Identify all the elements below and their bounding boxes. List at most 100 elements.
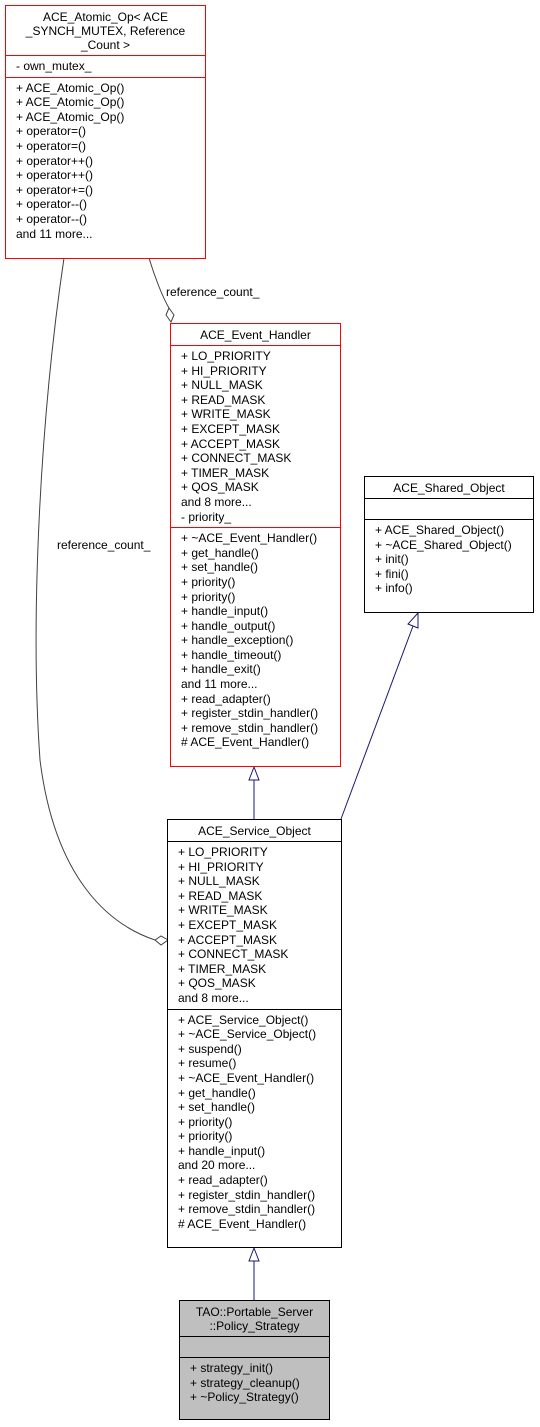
attributes-section: + LO_PRIORITY + HI_PRIORITY + NULL_MASK … xyxy=(171,345,340,527)
method-item: + ACE_Atomic_Op() xyxy=(16,80,125,95)
method-item: + resume() xyxy=(178,1056,237,1071)
inheritance-arrow-shared-object xyxy=(407,611,419,629)
attribute-item: + WRITE_MASK xyxy=(178,903,268,918)
method-item: + ACE_Service_Object() xyxy=(178,1012,309,1027)
methods-section: + ACE_Shared_Object() + ~ACE_Shared_Obje… xyxy=(365,519,533,599)
attribute-item: + ACCEPT_MASK xyxy=(181,436,281,451)
method-item: + ~ACE_Shared_Object() xyxy=(375,537,512,552)
method-item: + handle_output() xyxy=(181,618,276,633)
method-item: # ACE_Event_Handler() xyxy=(178,1216,307,1231)
method-item: + suspend() xyxy=(178,1041,242,1056)
attribute-item: - own_mutex_ xyxy=(16,59,92,73)
class-title-line: TAO::Portable_Server xyxy=(195,1305,314,1319)
attribute-item: + READ_MASK xyxy=(181,392,266,407)
aggregation-diamond-event-handler xyxy=(165,306,175,324)
attribute-item: - priority_ xyxy=(181,509,232,524)
class-title-line: ::Policy_Strategy xyxy=(209,1319,300,1333)
method-item: + ACE_Atomic_Op() xyxy=(16,109,125,124)
method-item: + strategy_cleanup() xyxy=(190,1375,300,1390)
method-item: + priority() xyxy=(181,589,236,604)
class-title-line: _SYNCH_MUTEX, Reference xyxy=(25,24,186,38)
method-item: + strategy_init() xyxy=(190,1361,274,1375)
method-item: + init() xyxy=(375,552,409,567)
method-item: + remove_stdin_handler() xyxy=(178,1202,316,1217)
attribute-item: + LO_PRIORITY xyxy=(178,845,268,859)
class-box-service-object[interactable]: ACE_Service_Object + LO_PRIORITY + HI_PR… xyxy=(167,819,342,1248)
method-item: + get_handle() xyxy=(178,1085,256,1100)
more-methods-link[interactable]: and 20 more... xyxy=(178,1158,256,1173)
class-title: ACE_Service_Object xyxy=(198,824,311,838)
attribute-item: + HI_PRIORITY xyxy=(181,363,267,378)
attribute-item: + WRITE_MASK xyxy=(181,407,271,422)
attribute-item: + CONNECT_MASK xyxy=(181,451,292,466)
methods-section: + strategy_init() + strategy_cleanup() +… xyxy=(180,1357,329,1408)
method-item: + ACE_Atomic_Op() xyxy=(16,95,125,110)
class-title: ACE_Atomic_Op< ACE _SYNCH_MUTEX, Referen… xyxy=(6,6,205,55)
method-item: + remove_stdin_handler() xyxy=(181,720,319,735)
class-title: TAO::Portable_Server ::Policy_Strategy xyxy=(180,1301,329,1336)
more-attributes-link[interactable]: and 8 more... xyxy=(178,990,249,1005)
method-item: + info() xyxy=(375,581,413,596)
class-title: ACE_Shared_Object xyxy=(393,481,505,495)
method-item: # ACE_Event_Handler() xyxy=(181,735,310,750)
method-item: + read_adapter() xyxy=(181,691,271,706)
class-box-event-handler[interactable]: ACE_Event_Handler + LO_PRIORITY + HI_PRI… xyxy=(170,323,341,767)
class-box-atomic-op[interactable]: ACE_Atomic_Op< ACE _SYNCH_MUTEX, Referen… xyxy=(5,5,206,259)
attribute-item: + EXCEPT_MASK xyxy=(178,917,278,932)
method-item: + handle_exit() xyxy=(181,662,261,677)
method-item: + priority() xyxy=(178,1114,233,1129)
method-item: + operator=() xyxy=(16,124,87,139)
method-item: + set_handle() xyxy=(178,1100,256,1115)
class-title-line: ACE_Atomic_Op< ACE xyxy=(42,10,169,24)
more-methods-link[interactable]: and 11 more... xyxy=(16,226,93,241)
attributes-section: - own_mutex_ xyxy=(6,55,205,77)
method-item: + operator--() xyxy=(16,197,88,212)
attribute-item: + QOS_MASK xyxy=(181,480,259,495)
method-item: + operator+=() xyxy=(16,182,94,197)
method-item: + register_stdin_handler() xyxy=(181,706,319,721)
more-attributes-link[interactable]: and 8 more... xyxy=(181,494,252,509)
class-title: ACE_Event_Handler xyxy=(200,328,311,342)
method-item: + get_handle() xyxy=(181,545,259,560)
method-item: + ~ACE_Service_Object() xyxy=(178,1027,317,1042)
class-box-policy-strategy: TAO::Portable_Server ::Policy_Strategy +… xyxy=(179,1300,330,1420)
method-item: + operator++() xyxy=(16,168,94,183)
method-item: + handle_exception() xyxy=(181,633,294,648)
attribute-item: + HI_PRIORITY xyxy=(178,859,264,874)
attribute-item: + CONNECT_MASK xyxy=(178,947,289,962)
method-item: + ACE_Shared_Object() xyxy=(375,523,505,537)
edge-label-reference-count-upper: reference_count_ xyxy=(166,285,260,299)
method-item: + handle_input() xyxy=(181,604,269,619)
attributes-section: + LO_PRIORITY + HI_PRIORITY + NULL_MASK … xyxy=(168,841,341,1009)
attribute-item: + QOS_MASK xyxy=(178,976,256,991)
attribute-item: + ACCEPT_MASK xyxy=(178,932,278,947)
attribute-item: + TIMER_MASK xyxy=(178,961,267,976)
attribute-item: + LO_PRIORITY xyxy=(181,349,271,363)
attribute-item: + NULL_MASK xyxy=(181,378,263,393)
method-item: + operator=() xyxy=(16,138,87,153)
inheritance-arrow-event-handler xyxy=(248,765,260,781)
more-methods-link[interactable]: and 11 more... xyxy=(181,677,258,692)
methods-section: + ACE_Atomic_Op() + ACE_Atomic_Op() + AC… xyxy=(6,76,205,245)
method-item: + handle_input() xyxy=(178,1143,266,1158)
inheritance-edge-service-to-shared-object xyxy=(340,625,414,820)
method-item: + operator++() xyxy=(16,153,94,168)
attribute-item: + NULL_MASK xyxy=(178,874,260,889)
association-edge-atomic-to-service-object xyxy=(35,257,156,941)
method-item: + priority() xyxy=(178,1129,233,1144)
method-item: + ~ACE_Event_Handler() xyxy=(181,531,318,546)
attributes-section-empty xyxy=(365,498,533,519)
method-item: + ~Policy_Strategy() xyxy=(190,1390,299,1405)
attribute-item: + TIMER_MASK xyxy=(181,465,270,480)
attributes-section-empty xyxy=(180,1336,329,1357)
class-box-shared-object[interactable]: ACE_Shared_Object + ACE_Shared_Object() … xyxy=(364,476,534,613)
association-edge-atomic-to-event-handler xyxy=(148,257,170,309)
class-title-line: _Count > xyxy=(80,38,131,52)
method-item: + fini() xyxy=(375,566,409,581)
method-item: + read_adapter() xyxy=(178,1173,268,1188)
attribute-item: + READ_MASK xyxy=(178,888,263,903)
methods-section: + ACE_Service_Object() + ~ACE_Service_Ob… xyxy=(168,1008,341,1235)
method-item: + priority() xyxy=(181,574,236,589)
